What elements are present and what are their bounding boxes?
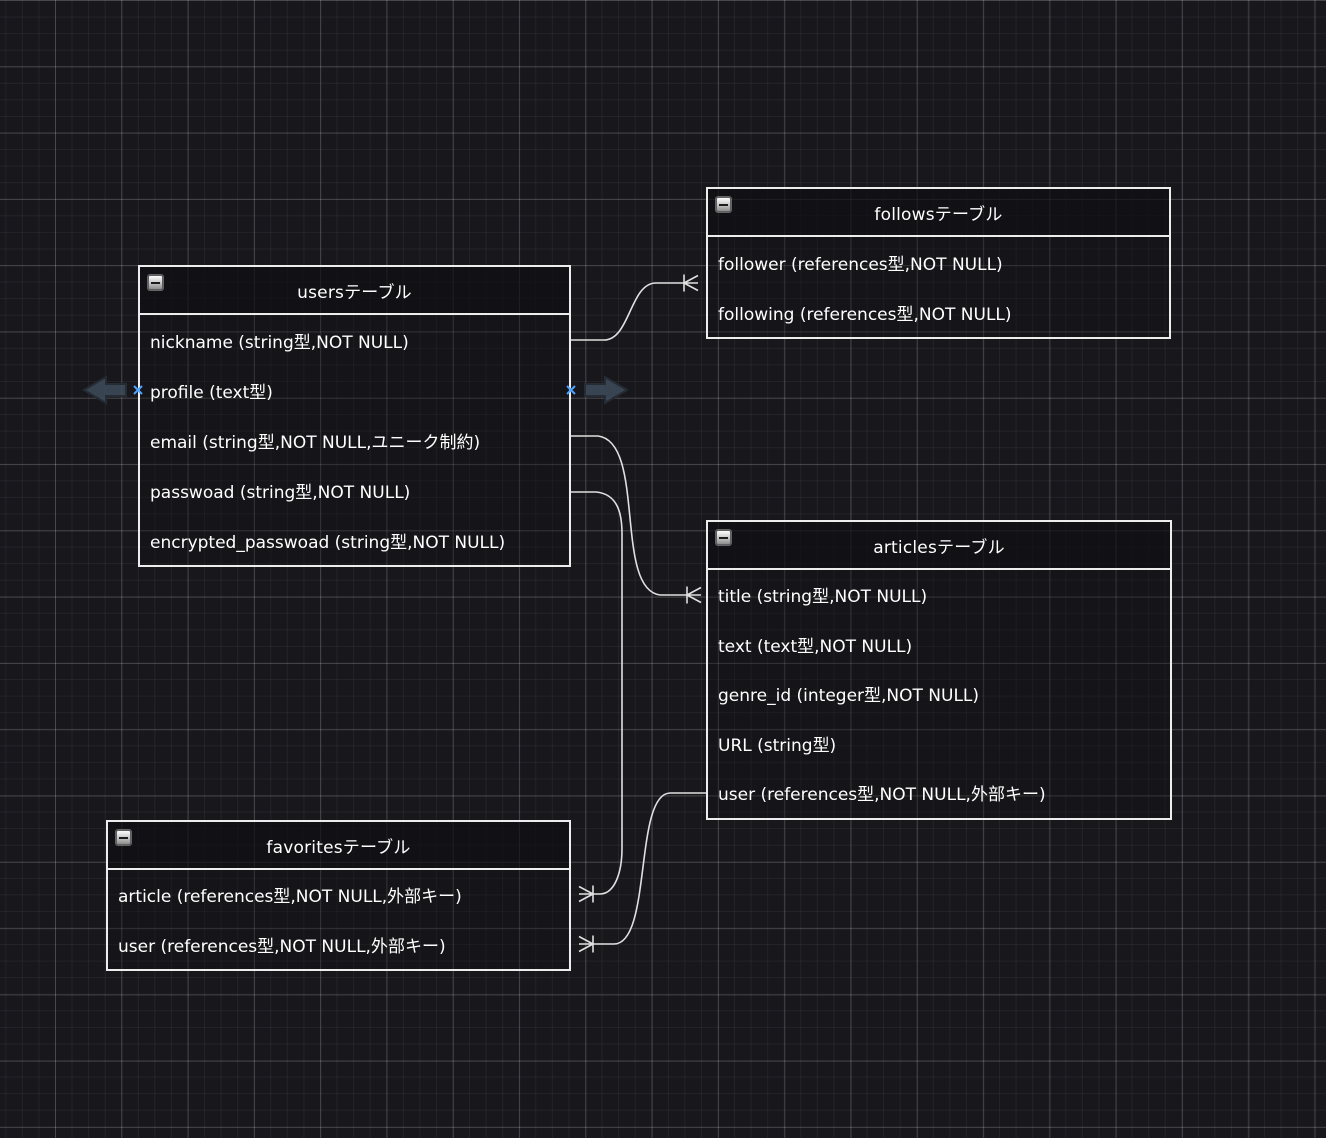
table-title: favoritesテーブル <box>266 837 411 858</box>
direction-arrow-left-icon[interactable] <box>82 375 127 405</box>
table-follows-header[interactable]: followsテーブル <box>708 189 1169 237</box>
table-follows[interactable]: followsテーブル follower (references型,NOT NU… <box>706 187 1171 339</box>
table-favorites-header[interactable]: favoritesテーブル <box>108 822 569 870</box>
table-row[interactable]: URL (string型) <box>718 735 837 756</box>
collapse-icon[interactable] <box>716 197 731 212</box>
table-row[interactable]: following (references型,NOT NULL) <box>718 304 1012 325</box>
table-row[interactable]: nickname (string型,NOT NULL) <box>150 332 409 353</box>
table-row[interactable]: text (text型,NOT NULL) <box>718 636 913 657</box>
table-row[interactable]: title (string型,NOT NULL) <box>718 587 928 608</box>
connector-users-favorites[interactable] <box>571 491 623 903</box>
table-row[interactable]: passwoad (string型,NOT NULL) <box>150 482 411 503</box>
table-row[interactable]: encrypted_passwoad (string型,NOT NULL) <box>150 532 506 553</box>
table-users[interactable]: usersテーブル nickname (string型,NOT NULL) pr… <box>138 265 571 567</box>
table-title: followsテーブル <box>874 204 1003 225</box>
connector-users-articles[interactable] <box>571 435 702 604</box>
table-title: usersテーブル <box>297 282 412 303</box>
direction-arrow-right-icon[interactable] <box>584 375 629 405</box>
table-favorites[interactable]: favoritesテーブル article (references型,NOT N… <box>106 820 571 971</box>
table-row[interactable]: genre_id (integer型,NOT NULL) <box>718 686 980 707</box>
table-articles-header[interactable]: articlesテーブル <box>708 522 1170 570</box>
collapse-icon[interactable] <box>148 275 163 290</box>
table-row[interactable]: follower (references型,NOT NULL) <box>718 254 1003 275</box>
table-title: articlesテーブル <box>873 537 1005 558</box>
table-row[interactable]: user (references型,NOT NULL,外部キー) <box>118 936 446 957</box>
table-articles[interactable]: articlesテーブル title (string型,NOT NULL) te… <box>706 520 1172 820</box>
collapse-icon[interactable] <box>116 830 131 845</box>
table-users-header[interactable]: usersテーブル <box>140 267 569 315</box>
connector-users-follows[interactable] <box>571 274 699 341</box>
collapse-icon[interactable] <box>716 530 731 545</box>
table-row[interactable]: user (references型,NOT NULL,外部キー) <box>718 785 1046 806</box>
table-row[interactable]: email (string型,NOT NULL,ユニーク制約) <box>150 432 481 453</box>
connector-articles-favorites[interactable] <box>578 792 706 953</box>
table-row[interactable]: profile (text型) <box>150 382 273 403</box>
table-row[interactable]: article (references型,NOT NULL,外部キー) <box>118 887 462 908</box>
